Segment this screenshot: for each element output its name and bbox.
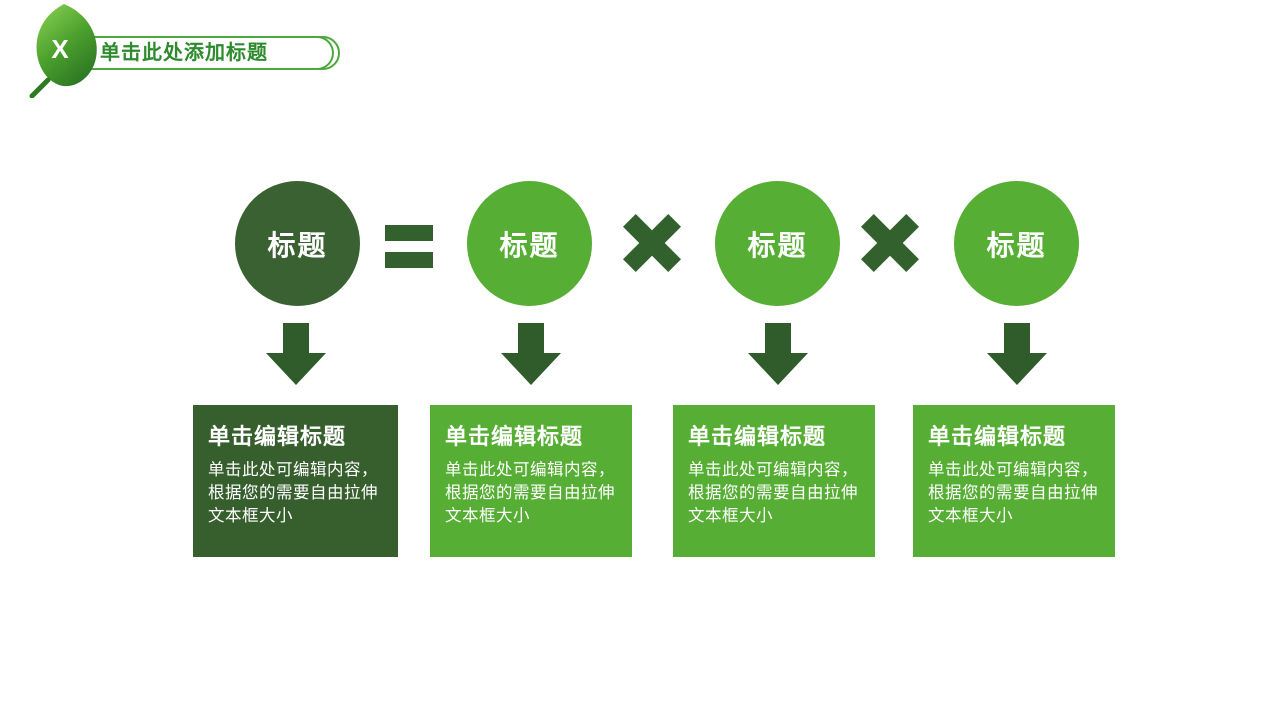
content-card-1[interactable]: 单击编辑标题 单击此处可编辑内容，根据您的需要自由拉伸文本框大小 <box>193 405 398 557</box>
leaf-icon: X <box>29 4 97 98</box>
arrow-down-icon <box>987 323 1047 385</box>
equation-circle-3[interactable]: 标题 <box>715 181 840 306</box>
card-body[interactable]: 单击此处可编辑内容，根据您的需要自由拉伸文本框大小 <box>688 461 858 525</box>
circle-label: 标题 <box>267 229 328 261</box>
circle-label: 标题 <box>986 229 1047 261</box>
multiply-icon <box>620 211 684 275</box>
content-card-4[interactable]: 单击编辑标题 单击此处可编辑内容，根据您的需要自由拉伸文本框大小 <box>913 405 1115 557</box>
card-body[interactable]: 单击此处可编辑内容，根据您的需要自由拉伸文本框大小 <box>445 461 615 525</box>
equation-circle-2[interactable]: 标题 <box>467 181 592 306</box>
content-card-3[interactable]: 单击编辑标题 单击此处可编辑内容，根据您的需要自由拉伸文本框大小 <box>673 405 875 557</box>
leaf-logo: X <box>26 2 104 98</box>
arrow-stem <box>518 323 544 353</box>
arrow-down-icon <box>266 323 326 385</box>
slide-title-pill[interactable]: 单击此处添加标题 <box>72 36 340 70</box>
slide-title-placeholder[interactable]: 单击此处添加标题 <box>100 42 268 64</box>
card-title[interactable]: 单击编辑标题 <box>688 424 827 449</box>
arrow-stem <box>765 323 791 353</box>
circle-label: 标题 <box>747 229 808 261</box>
arrow-head <box>987 353 1047 385</box>
arrow-head <box>501 353 561 385</box>
arrow-stem <box>1004 323 1030 353</box>
arrow-stem <box>283 323 309 353</box>
arrow-head <box>266 353 326 385</box>
arrow-down-icon <box>501 323 561 385</box>
equals-bar-top <box>385 225 433 241</box>
card-title[interactable]: 单击编辑标题 <box>208 424 347 449</box>
arrow-head <box>748 353 808 385</box>
multiply-icon <box>858 211 922 275</box>
arrow-down-icon <box>748 323 808 385</box>
card-title[interactable]: 单击编辑标题 <box>445 424 584 449</box>
equals-bar-bottom <box>385 252 433 268</box>
equation-circle-4[interactable]: 标题 <box>954 181 1079 306</box>
equation-circle-1[interactable]: 标题 <box>235 181 360 306</box>
card-body[interactable]: 单击此处可编辑内容，根据您的需要自由拉伸文本框大小 <box>208 461 378 525</box>
leaf-badge-letter: X <box>51 34 69 64</box>
equals-icon <box>385 225 433 268</box>
circle-label: 标题 <box>499 229 560 261</box>
card-title[interactable]: 单击编辑标题 <box>928 424 1067 449</box>
content-card-2[interactable]: 单击编辑标题 单击此处可编辑内容，根据您的需要自由拉伸文本框大小 <box>430 405 632 557</box>
card-body[interactable]: 单击此处可编辑内容，根据您的需要自由拉伸文本框大小 <box>928 461 1098 525</box>
